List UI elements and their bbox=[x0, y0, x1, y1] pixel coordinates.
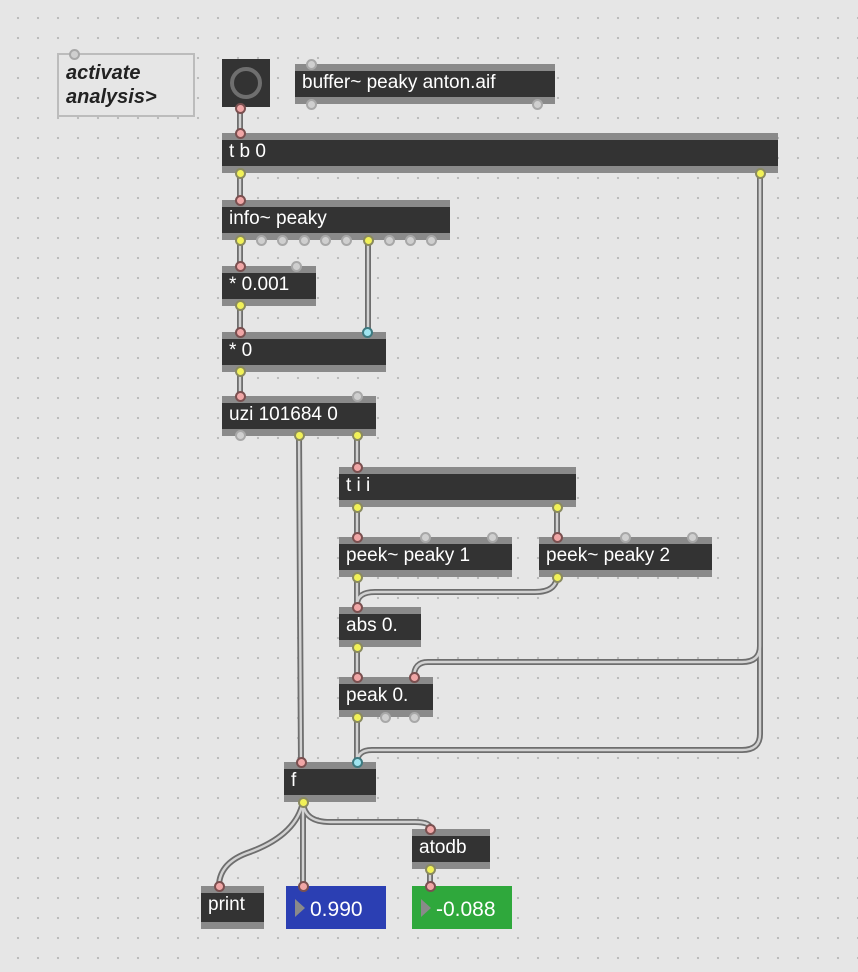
buffer-object[interactable]: buffer~ peaky anton.aif bbox=[295, 64, 555, 104]
cord-f-to-print bbox=[216, 799, 306, 888]
float-inlet-right-port[interactable] bbox=[352, 757, 363, 768]
info-outlet-6-port[interactable] bbox=[341, 235, 352, 246]
abs-object[interactable]: abs 0. bbox=[339, 607, 421, 647]
tii-inlet-port[interactable] bbox=[352, 462, 363, 473]
float-inlet-left-port[interactable] bbox=[296, 757, 307, 768]
trigger-int-int-label: t i i bbox=[346, 475, 371, 496]
decibel-value: -0.088 bbox=[436, 898, 496, 921]
peak-inlet-right-port[interactable] bbox=[409, 672, 420, 683]
info-outlet-2-port[interactable] bbox=[256, 235, 267, 246]
peek-channel-2-label: peek~ peaky 2 bbox=[546, 545, 671, 566]
peak-outlet-1-port[interactable] bbox=[352, 712, 363, 723]
uzi-outlet-2-port[interactable] bbox=[294, 430, 305, 441]
triangle-right-icon bbox=[421, 899, 431, 917]
peek2-inlet-1-port[interactable] bbox=[552, 532, 563, 543]
mult-sr-inlet-right-port[interactable] bbox=[362, 327, 373, 338]
mult-sr-outlet-port[interactable] bbox=[235, 366, 246, 377]
peak-outlet-2-port[interactable] bbox=[380, 712, 391, 723]
abs-label: abs 0. bbox=[346, 615, 398, 636]
multiply-sr-label: * 0 bbox=[229, 340, 253, 361]
peak-outlet-3-port[interactable] bbox=[409, 712, 420, 723]
amplitude-number-box[interactable]: 0.990 bbox=[286, 886, 386, 929]
peek2-outlet-port[interactable] bbox=[552, 572, 563, 583]
atodb-object[interactable]: atodb bbox=[412, 829, 490, 869]
multiply-ms-object[interactable]: * 0.001 bbox=[222, 266, 316, 306]
amplitude-inlet-port[interactable] bbox=[298, 881, 309, 892]
info-outlet-7-port[interactable] bbox=[363, 235, 374, 246]
info-outlet-8-port[interactable] bbox=[384, 235, 395, 246]
float-outlet-port[interactable] bbox=[298, 797, 309, 808]
mult-ms-outlet-port[interactable] bbox=[235, 300, 246, 311]
peak-object[interactable]: peak 0. bbox=[339, 677, 433, 717]
peak-inlet-left-port[interactable] bbox=[352, 672, 363, 683]
uzi-inlet-right-port[interactable] bbox=[352, 391, 363, 402]
decibel-number-box[interactable]: -0.088 bbox=[412, 886, 512, 929]
abs-outlet-port[interactable] bbox=[352, 642, 363, 653]
peek-channel-1-object[interactable]: peek~ peaky 1 bbox=[339, 537, 512, 577]
multiply-ms-label: * 0.001 bbox=[229, 274, 290, 295]
decibel-inlet-port[interactable] bbox=[425, 881, 436, 892]
uzi-label: uzi 101684 0 bbox=[229, 404, 338, 425]
peek1-inlet-2-port[interactable] bbox=[420, 532, 431, 543]
cord-tb0-to-peak-right bbox=[411, 170, 763, 680]
info-outlet-9-port[interactable] bbox=[405, 235, 416, 246]
float-label: f bbox=[291, 770, 297, 791]
amplitude-value: 0.990 bbox=[310, 898, 363, 921]
info-outlet-1-port[interactable] bbox=[235, 235, 246, 246]
float-object[interactable]: f bbox=[284, 762, 376, 802]
peek2-inlet-2-port[interactable] bbox=[620, 532, 631, 543]
info-peaky-object[interactable]: info~ peaky bbox=[222, 200, 450, 240]
comment-inlet-port bbox=[69, 49, 80, 60]
peek1-inlet-1-port[interactable] bbox=[352, 532, 363, 543]
atodb-inlet-port[interactable] bbox=[425, 824, 436, 835]
buffer-outlet-port[interactable] bbox=[306, 99, 317, 110]
trigger-int-int-object[interactable]: t i i bbox=[339, 467, 576, 507]
triangle-right-icon bbox=[295, 899, 305, 917]
mult-ms-inlet-right-port[interactable] bbox=[291, 261, 302, 272]
info-outlet-4-port[interactable] bbox=[299, 235, 310, 246]
trigger-bang-zero-label: t b 0 bbox=[229, 141, 266, 162]
mult-sr-inlet-left-port[interactable] bbox=[235, 327, 246, 338]
uzi-outlet-3-port[interactable] bbox=[352, 430, 363, 441]
print-inlet-port[interactable] bbox=[214, 881, 225, 892]
peek-channel-2-object[interactable]: peek~ peaky 2 bbox=[539, 537, 712, 577]
bang-button[interactable] bbox=[222, 59, 270, 107]
buffer-label: buffer~ peaky anton.aif bbox=[302, 72, 496, 93]
bang-circle-icon bbox=[230, 67, 262, 99]
print-object[interactable]: print bbox=[201, 886, 264, 929]
peek1-outlet-port[interactable] bbox=[352, 572, 363, 583]
info-peaky-label: info~ peaky bbox=[229, 208, 327, 229]
info-outlet-10-port[interactable] bbox=[426, 235, 437, 246]
atodb-outlet-port[interactable] bbox=[425, 864, 436, 875]
bang-outlet-port[interactable] bbox=[235, 103, 246, 114]
mult-ms-inlet-left-port[interactable] bbox=[235, 261, 246, 272]
tb0-outlet-right-port[interactable] bbox=[755, 168, 766, 179]
uzi-inlet-left-port[interactable] bbox=[235, 391, 246, 402]
info-outlet-5-port[interactable] bbox=[320, 235, 331, 246]
tb0-inlet-port[interactable] bbox=[235, 128, 246, 139]
peek1-inlet-3-port[interactable] bbox=[487, 532, 498, 543]
uzi-outlet-1-port[interactable] bbox=[235, 430, 246, 441]
buffer-inlet-port[interactable] bbox=[306, 59, 317, 70]
multiply-sr-object[interactable]: * 0 bbox=[222, 332, 386, 372]
peak-label: peak 0. bbox=[346, 685, 409, 706]
peek2-inlet-3-port[interactable] bbox=[687, 532, 698, 543]
activate-analysis-comment: activate analysis> bbox=[57, 53, 195, 117]
print-label: print bbox=[208, 894, 245, 915]
trigger-bang-zero-object[interactable]: t b 0 bbox=[222, 133, 778, 173]
cord-f-to-atodb bbox=[300, 799, 433, 831]
abs-inlet-port[interactable] bbox=[352, 602, 363, 613]
peek-channel-1-label: peek~ peaky 1 bbox=[346, 545, 471, 566]
info-inlet-port[interactable] bbox=[235, 195, 246, 206]
atodb-label: atodb bbox=[419, 837, 467, 858]
cord-peek2-to-abs bbox=[354, 572, 560, 608]
info-outlet-3-port[interactable] bbox=[277, 235, 288, 246]
tb0-outlet-left-port[interactable] bbox=[235, 168, 246, 179]
buffer-outlet-port-2[interactable] bbox=[532, 99, 543, 110]
tii-outlet-left-port[interactable] bbox=[352, 502, 363, 513]
tii-outlet-right-port[interactable] bbox=[552, 502, 563, 513]
